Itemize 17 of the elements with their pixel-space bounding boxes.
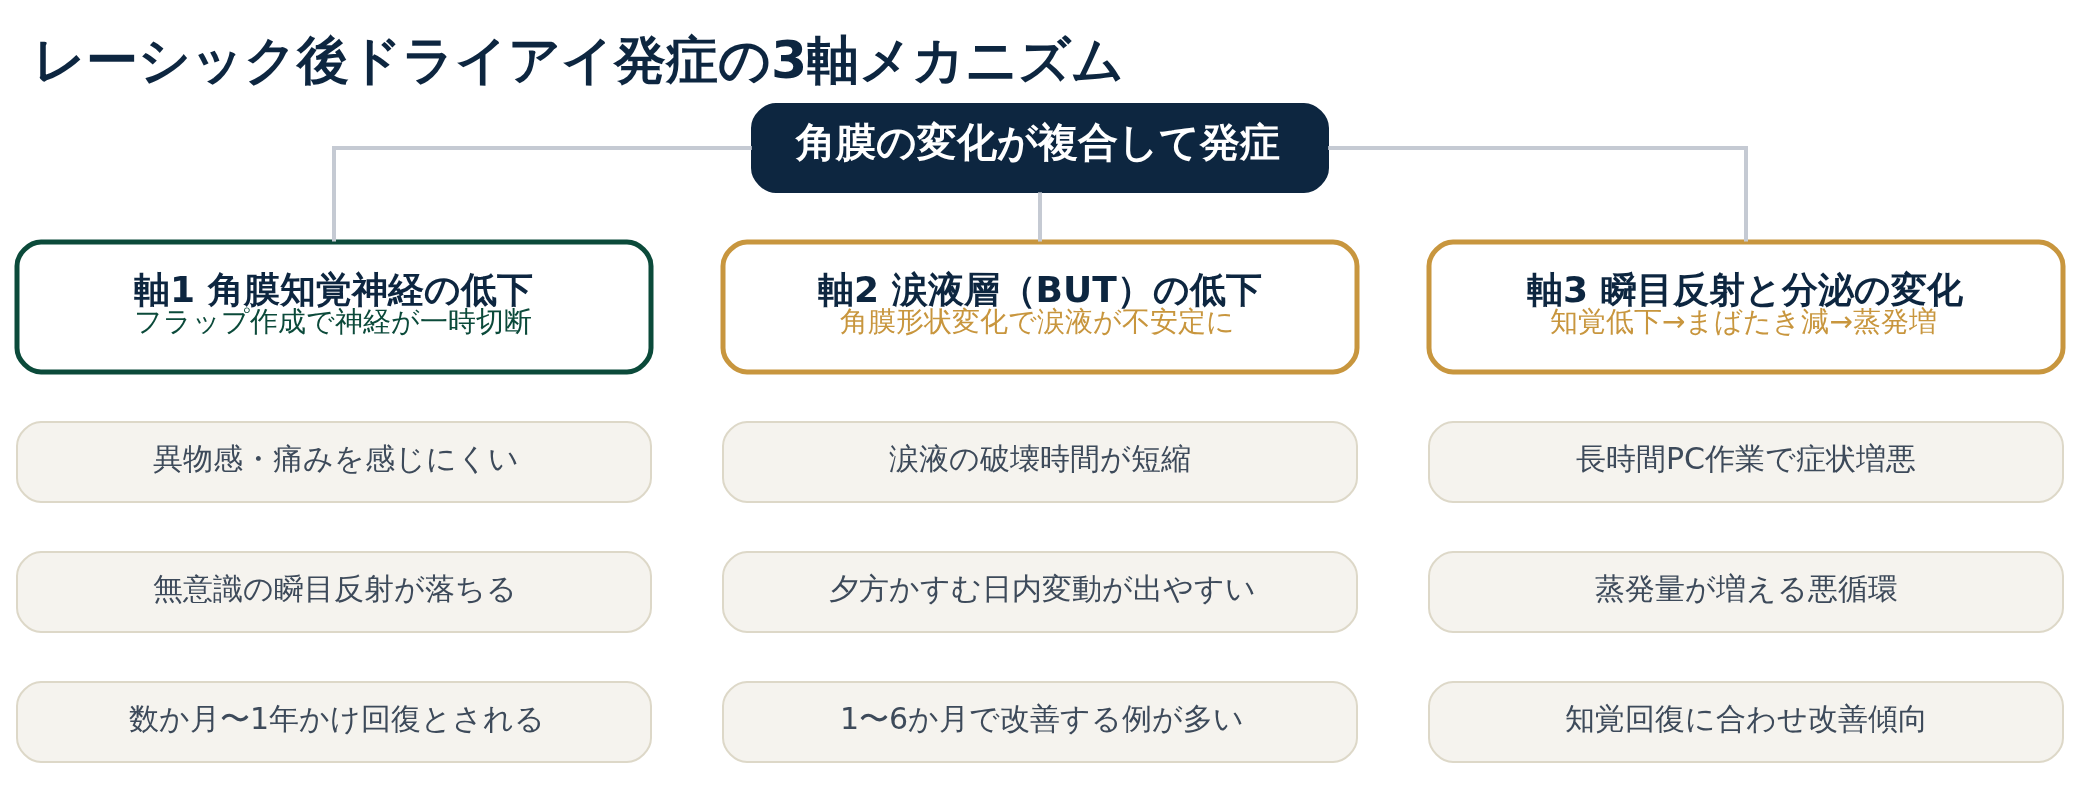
node-box: 軸3 瞬目反射と分泌の変化 知覚低下→まばたき減→蒸発増	[1426, 239, 2066, 375]
node-box: 軸1 角膜知覚神経の低下 フラップ作成で神経が一時切断	[14, 239, 654, 375]
node-box: 夕方かすむ日内変動が出やすい	[722, 551, 1358, 633]
node-box: 角膜の変化が複合して発症	[751, 103, 1329, 193]
node-box: 異物感・痛みを感じにくい	[16, 421, 652, 503]
node-box: 知覚回復に合わせ改善傾向	[1428, 681, 2064, 763]
node-box: 涙液の破壊時間が短縮	[722, 421, 1358, 503]
node-box: 1〜6か月で改善する例が多い	[722, 681, 1358, 763]
diagram-title: レーシック後ドライアイ発症の3軸メカニズム	[33, 29, 1125, 90]
node-box: 数か月〜1年かけ回復とされる	[16, 681, 652, 763]
node-box: 無意識の瞬目反射が落ちる	[16, 551, 652, 633]
node-box: 軸2 涙液層（BUT）の低下 角膜形状変化で涙液が不安定に	[720, 239, 1360, 375]
node-box: 蒸発量が増える悪循環	[1428, 551, 2064, 633]
connector	[332, 146, 752, 242]
connector	[1328, 146, 1748, 242]
connector	[1038, 192, 1042, 242]
node-box: 長時間PC作業で症状増悪	[1428, 421, 2064, 503]
